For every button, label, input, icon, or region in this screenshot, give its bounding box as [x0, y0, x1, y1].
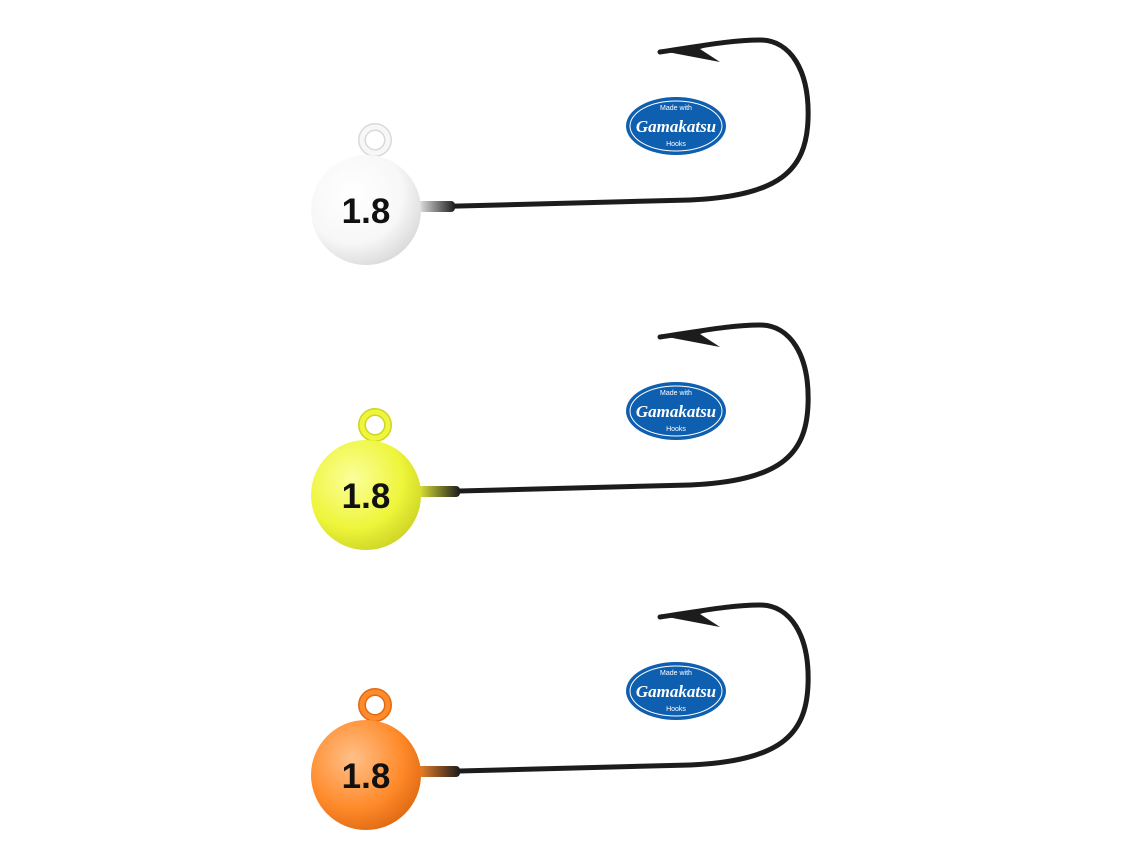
weight-label: 1.8 — [342, 757, 391, 796]
hook-icon — [417, 602, 811, 775]
svg-text:Made with: Made with — [660, 390, 692, 397]
jig-illustration: 1.8 Made with Gamakatsu Hooks — [311, 322, 811, 550]
hook-barb-icon — [662, 327, 724, 347]
jig-head-ball — [311, 155, 421, 265]
hook-icon — [417, 322, 811, 495]
svg-text:Hooks: Hooks — [666, 426, 686, 433]
svg-text:Made with: Made with — [660, 105, 692, 112]
gamakatsu-logo: Made with Gamakatsu Hooks — [626, 382, 726, 440]
jig-head-ball — [311, 440, 421, 550]
jig-head-chartreuse: 1.8 Made with Gamakatsu Hooks — [0, 285, 1140, 570]
gamakatsu-logo: Made with Gamakatsu Hooks — [626, 97, 726, 155]
svg-text:Hooks: Hooks — [666, 141, 686, 148]
hook-barb-icon — [662, 607, 724, 627]
hook-barb-icon — [662, 42, 724, 62]
hook-collar — [415, 201, 455, 212]
gamakatsu-logo: Made with Gamakatsu Hooks — [626, 662, 726, 720]
svg-text:Hooks: Hooks — [666, 706, 686, 713]
hook-collar — [415, 486, 460, 497]
svg-text:Gamakatsu: Gamakatsu — [636, 682, 716, 701]
weight-label: 1.8 — [342, 477, 391, 516]
jig-illustration: 1.8 Made with Gamakatsu Hooks — [311, 602, 811, 830]
svg-text:Made with: Made with — [660, 670, 692, 677]
jig-head-ball — [311, 720, 421, 830]
svg-text:Gamakatsu: Gamakatsu — [636, 402, 716, 421]
jig-head-orange: 1.8 Made with Gamakatsu Hooks — [0, 565, 1140, 850]
jig-head-white: 1.8 Made with Gamakatsu Hooks — [0, 0, 1140, 285]
svg-text:Gamakatsu: Gamakatsu — [636, 117, 716, 136]
jig-illustration: 1.8 Made with Gamakatsu Hooks — [311, 37, 811, 265]
hook-collar — [415, 766, 460, 777]
weight-label: 1.8 — [342, 192, 391, 231]
hook-icon — [417, 37, 811, 210]
